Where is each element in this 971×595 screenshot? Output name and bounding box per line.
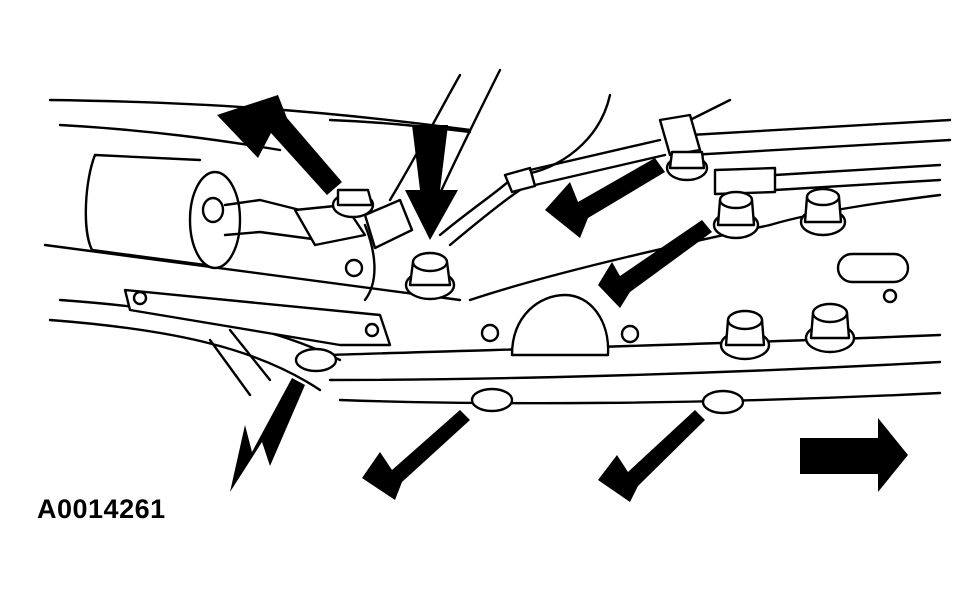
hex-bolts [294, 150, 856, 415]
bolt-bottom-right [701, 389, 745, 415]
pump-housing [84, 153, 414, 302]
figure-id-label: A0014261 [37, 494, 166, 524]
bolt-rail-1 [665, 150, 709, 182]
arrow-callout-5 [230, 378, 305, 492]
arrow-callout-2 [405, 125, 458, 240]
plate-holes [480, 252, 910, 357]
arrow-callout-7 [598, 410, 705, 502]
bolt-bottom-left [294, 347, 338, 373]
arrow-callout-6 [362, 410, 470, 500]
bolt-center [404, 251, 456, 301]
arrow-callout-3 [545, 158, 665, 238]
bracket [123, 288, 392, 347]
arrow-callout-4 [598, 220, 712, 308]
bolt-lower-1 [719, 309, 771, 361]
bolt-bottom-center [470, 387, 514, 413]
front-direction-arrow [800, 418, 908, 492]
bolt-rail-2 [712, 190, 760, 240]
bolt-lower-2 [804, 302, 856, 354]
callout-arrows [217, 95, 908, 502]
fuel-lines [438, 113, 942, 247]
bolt-top-left [331, 188, 375, 219]
background-structure [43, 68, 952, 302]
arrow-callout-1 [217, 95, 342, 195]
bolt-rail-3 [799, 187, 847, 237]
